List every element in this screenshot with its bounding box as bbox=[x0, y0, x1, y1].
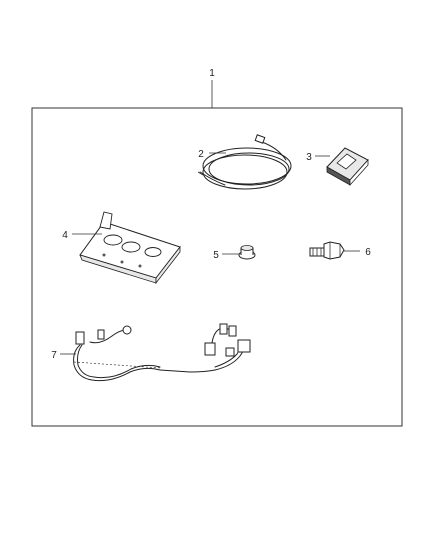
cable-part bbox=[197, 134, 292, 190]
nut-part bbox=[238, 245, 256, 260]
callout-2: 2 bbox=[198, 149, 204, 160]
bolt-part bbox=[309, 241, 345, 260]
callout-5: 5 bbox=[213, 250, 219, 261]
wiring-harness-part bbox=[73, 323, 251, 382]
callout-7: 7 bbox=[51, 350, 57, 361]
bracket-part bbox=[79, 211, 181, 285]
kit-frame bbox=[31, 107, 403, 427]
callout-4: 4 bbox=[62, 230, 68, 241]
switch-module-part bbox=[326, 147, 369, 187]
callout-1: 1 bbox=[209, 68, 215, 79]
callout-6: 6 bbox=[365, 247, 371, 258]
callout-3: 3 bbox=[306, 152, 312, 163]
